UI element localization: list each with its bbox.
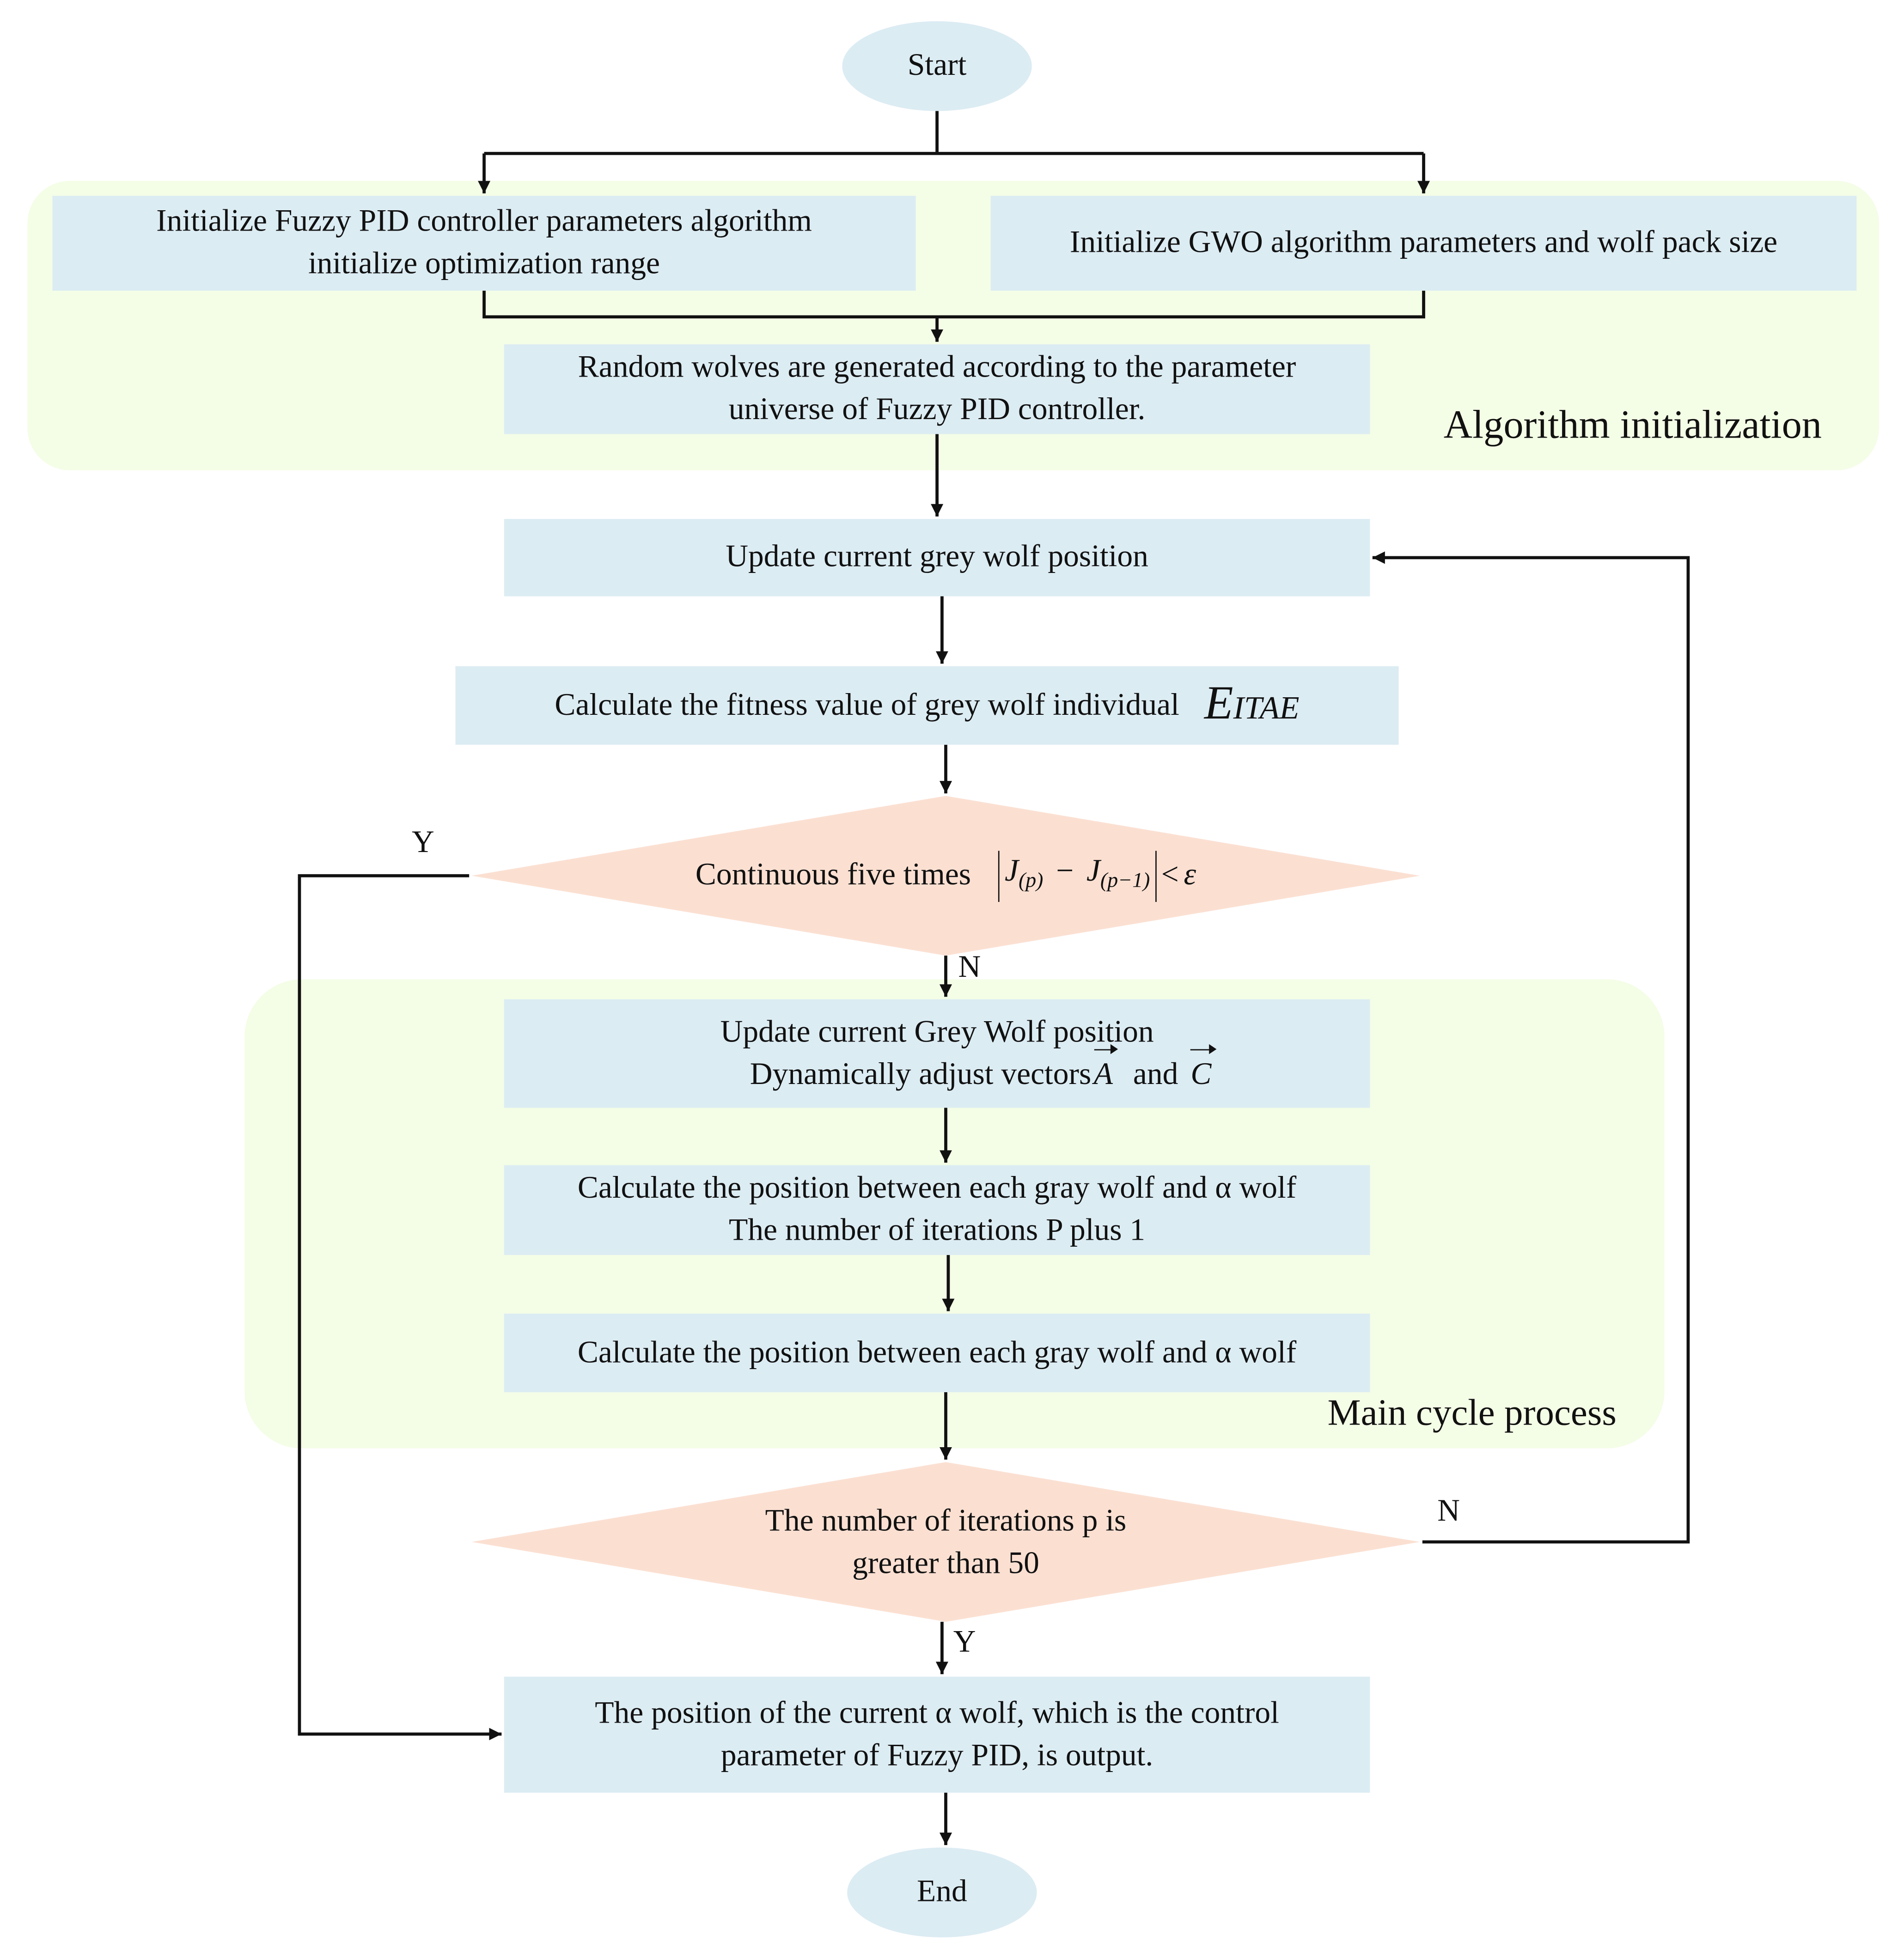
region-label-main: Main cycle process: [1327, 1392, 1617, 1434]
convergence-formula: J(p) − J(p−1): [998, 850, 1156, 901]
decision-convergence-label: Continuous five times J(p) − J(p−1) < ε: [472, 836, 1420, 916]
update-grey-label: Update current Grey Wolf position Dynami…: [504, 999, 1370, 1108]
decision-iterations-label: The number of iterations p is greater th…: [765, 1504, 1127, 1581]
init-fuzzy-label: Initialize Fuzzy PID controller paramete…: [156, 204, 812, 281]
edge-label-d2-no: N: [1437, 1494, 1460, 1529]
vector-a-symbol: A: [1091, 1043, 1118, 1096]
edge-decision2-no-loop: [1372, 551, 1690, 1544]
start-terminal: [842, 21, 1032, 111]
calc-alpha-label: Calculate the position between each gray…: [577, 1171, 1297, 1248]
start-label: Start: [907, 49, 967, 83]
random-wolves-box: [504, 344, 1370, 434]
random-wolves-label: Random wolves are generated according to…: [578, 350, 1296, 427]
calc-alpha-box: [504, 1165, 1370, 1255]
calc-alpha2-label: Calculate the position between each gray…: [577, 1335, 1297, 1370]
edge-merge: [482, 291, 1425, 319]
region-label-init: Algorithm initialization: [1443, 402, 1822, 447]
end-terminal: [847, 1847, 1037, 1937]
calc-alpha2-box: [504, 1313, 1370, 1393]
init-fuzzy-box: [52, 195, 916, 291]
end-label: End: [917, 1875, 967, 1909]
update-position-box: [504, 519, 1370, 597]
update-position-label: Update current grey wolf position: [726, 540, 1148, 574]
output-label: The position of the current α wolf, whic…: [595, 1696, 1279, 1772]
edge-label-d2-yes: Y: [953, 1625, 976, 1659]
init-gwo-box: [990, 195, 1857, 291]
edge-decision1-yes-loop: [298, 874, 502, 1741]
output-box: [504, 1676, 1370, 1793]
edge-label-d1-yes: Y: [411, 826, 434, 860]
init-gwo-label: Initialize GWO algorithm parameters and …: [1069, 225, 1778, 260]
edge-label-d1-no: N: [958, 950, 981, 985]
fitness-label: Calculate the fitness value of grey wolf…: [555, 676, 1300, 730]
fitness-formula: EITAE: [1204, 676, 1300, 730]
vector-c-symbol: C: [1188, 1043, 1216, 1096]
update-grey-box: [504, 999, 1370, 1108]
fitness-box: [455, 666, 1399, 745]
